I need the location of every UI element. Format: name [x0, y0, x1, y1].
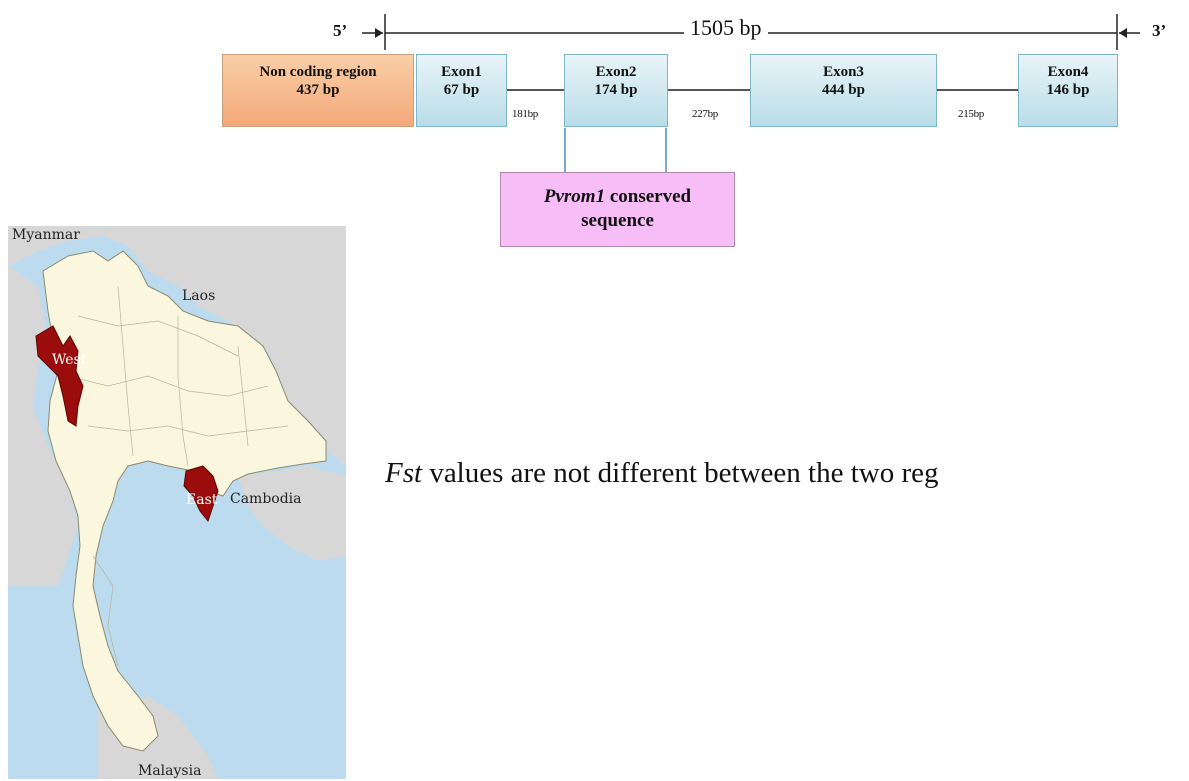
- conserved-text-line2: sequence: [581, 210, 654, 231]
- fst-statement: Fst values are not different between the…: [385, 457, 938, 490]
- exon3-box: Exon3 444 bp: [750, 54, 937, 127]
- noncoding-name: Non coding region: [259, 64, 377, 80]
- west-label: West: [52, 352, 87, 368]
- fst-statement-text: values are not different between the two…: [422, 457, 939, 489]
- thailand-map: Myanmar Laos Cambodia Malaysia West East: [8, 226, 346, 779]
- exon2-name: Exon2: [595, 64, 637, 80]
- fst-term: Fst: [385, 457, 423, 489]
- conserved-gene-name: Pvrom1: [543, 186, 606, 207]
- noncoding-region-box: Non coding region 437 bp: [222, 54, 414, 127]
- exon1-length: 67 bp: [443, 82, 480, 98]
- east-label: East: [186, 492, 218, 508]
- intron3-label: 215bp: [958, 108, 985, 120]
- five-prime-arrow-icon: [375, 28, 383, 38]
- myanmar-land: [8, 266, 78, 586]
- three-prime-label: 3’: [1152, 21, 1167, 40]
- pvrom1-conserved-sequence-box: Pvrom1 conserved sequence: [500, 172, 735, 247]
- exon4-name: Exon4: [1047, 64, 1089, 80]
- map-graphic: [8, 226, 346, 779]
- neighbour-land-north: [8, 226, 346, 466]
- myanmar-label: Myanmar: [12, 227, 80, 243]
- exon4-box: Exon4 146 bp: [1018, 54, 1118, 127]
- thailand-land: [42, 250, 327, 752]
- intron2-label: 227bp: [692, 108, 719, 120]
- noncoding-length: 437 bp: [296, 82, 340, 98]
- exon3-length: 444 bp: [822, 82, 865, 98]
- cambodia-label: Cambodia: [230, 491, 302, 507]
- three-prime-arrow-icon: [1119, 28, 1127, 38]
- intron1-label: 181bp: [512, 108, 539, 120]
- laos-label: Laos: [182, 288, 216, 304]
- west-region: [35, 325, 84, 427]
- malaysia-label: Malaysia: [138, 763, 202, 779]
- exon1-name: Exon1: [441, 64, 482, 80]
- total-length-label: 1505 bp: [684, 15, 768, 41]
- exon2-length: 174 bp: [594, 82, 638, 98]
- province-borders: [67, 285, 289, 667]
- conserved-text: conserved: [605, 186, 692, 207]
- exon1-box: Exon1 67 bp: [416, 54, 507, 127]
- exon2-box: Exon2 174 bp: [564, 54, 668, 127]
- cambodia-land: [238, 466, 346, 561]
- exon3-name: Exon3: [823, 64, 864, 80]
- five-prime-label: 5’: [333, 21, 348, 40]
- exon4-length: 146 bp: [1046, 82, 1090, 98]
- east-region: [183, 465, 219, 523]
- gene-structure-diagram: 5’ 3’ 1505 bp Non coding region 437 bp E…: [0, 0, 1189, 270]
